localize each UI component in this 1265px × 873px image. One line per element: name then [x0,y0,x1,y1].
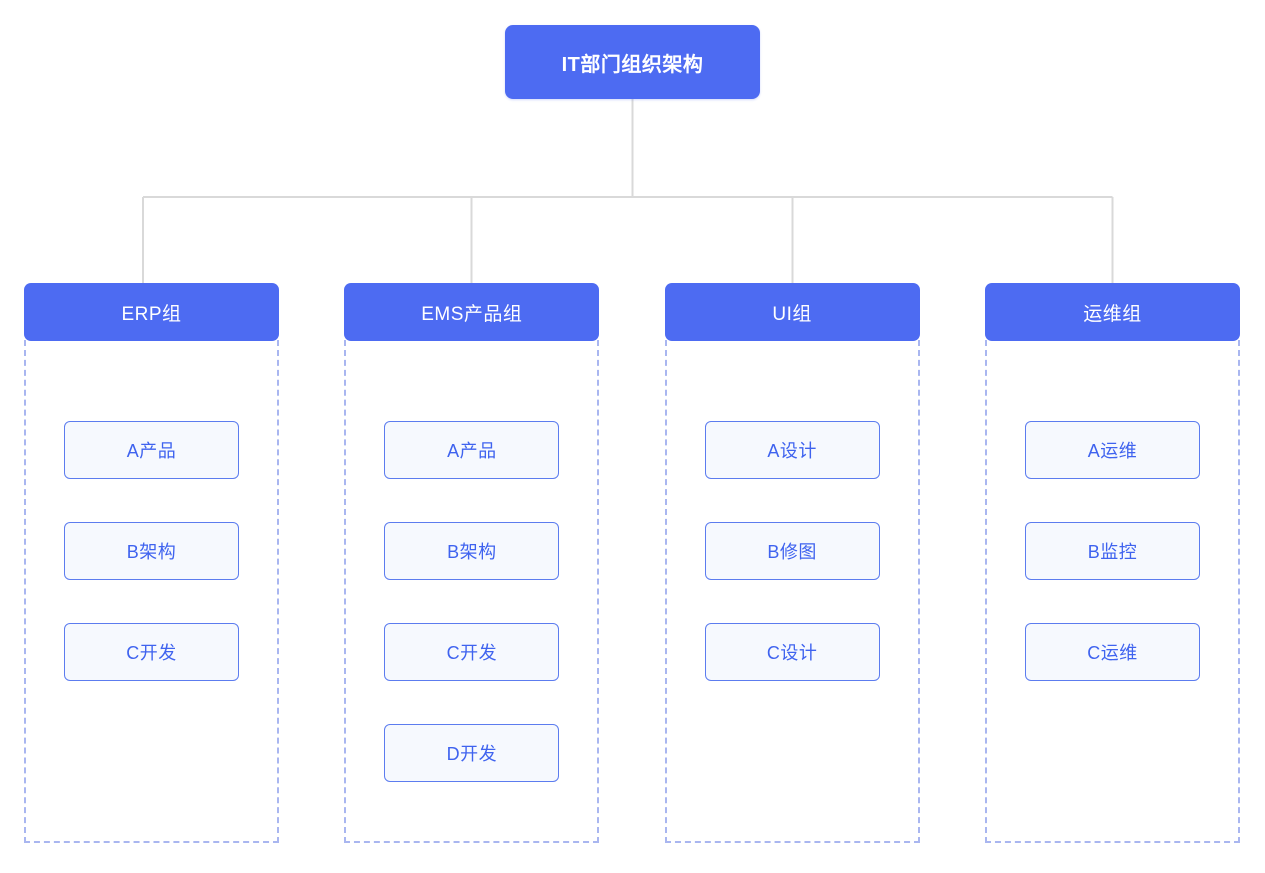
group-column: EMS产品组 A产品 B架构 C开发 D开发 [344,283,600,843]
member-node[interactable]: C开发 [384,623,560,681]
group-column: UI组 A设计 B修图 C设计 [664,283,920,843]
member-node[interactable]: C运维 [1024,623,1200,681]
member-node[interactable]: B监控 [1024,522,1200,580]
group-header-label: ERP组 [121,303,182,325]
member-node[interactable]: D开发 [384,724,560,782]
columns: ERP组 A产品 B架构 C开发 EMS产品组 A产品 B架构 C开发 D开发 … [24,283,1240,843]
member-node-label: A设计 [767,441,817,461]
group-column: 运维组 A运维 B监控 C运维 [984,283,1240,843]
group-members-container: A产品 B架构 C开发 [24,340,279,843]
member-node[interactable]: B修图 [704,522,880,580]
group-members-container: A设计 B修图 C设计 [664,340,920,843]
group-column: ERP组 A产品 B架构 C开发 [24,283,279,843]
group-header-node[interactable]: 运维组 [984,283,1240,341]
member-node-label: C设计 [766,643,818,663]
group-header-label: 运维组 [1083,303,1142,325]
member-node-label: A产品 [126,441,177,461]
member-node[interactable]: A产品 [384,421,560,479]
group-header-node[interactable]: EMS产品组 [344,283,600,341]
root-node-label: IT部门组织架构 [561,53,704,76]
member-node[interactable]: B架构 [64,522,239,580]
group-header-label: UI组 [772,303,812,325]
member-node-label: A运维 [1087,441,1138,461]
member-node-label: B架构 [126,542,177,562]
root-node[interactable]: IT部门组织架构 [505,25,760,99]
group-members-container: A产品 B架构 C开发 D开发 [344,340,600,843]
member-node-label: C开发 [446,643,498,663]
member-node[interactable]: C开发 [64,623,239,681]
member-node-label: C开发 [126,643,177,663]
member-node[interactable]: B架构 [384,522,560,580]
member-node-label: C运维 [1087,643,1138,663]
member-node-label: B修图 [767,542,817,562]
group-header-label: EMS产品组 [421,303,523,325]
member-node[interactable]: A运维 [1024,421,1200,479]
member-node[interactable]: A产品 [64,421,239,479]
member-node-label: B监控 [1087,542,1138,562]
group-members-container: A运维 B监控 C运维 [984,340,1240,843]
group-header-node[interactable]: UI组 [664,283,920,341]
group-header-node[interactable]: ERP组 [24,283,279,341]
member-node-label: D开发 [446,744,498,764]
member-node[interactable]: A设计 [704,421,880,479]
member-node-label: A产品 [447,441,497,461]
member-node[interactable]: C设计 [704,623,880,681]
member-node-label: B架构 [447,542,497,562]
